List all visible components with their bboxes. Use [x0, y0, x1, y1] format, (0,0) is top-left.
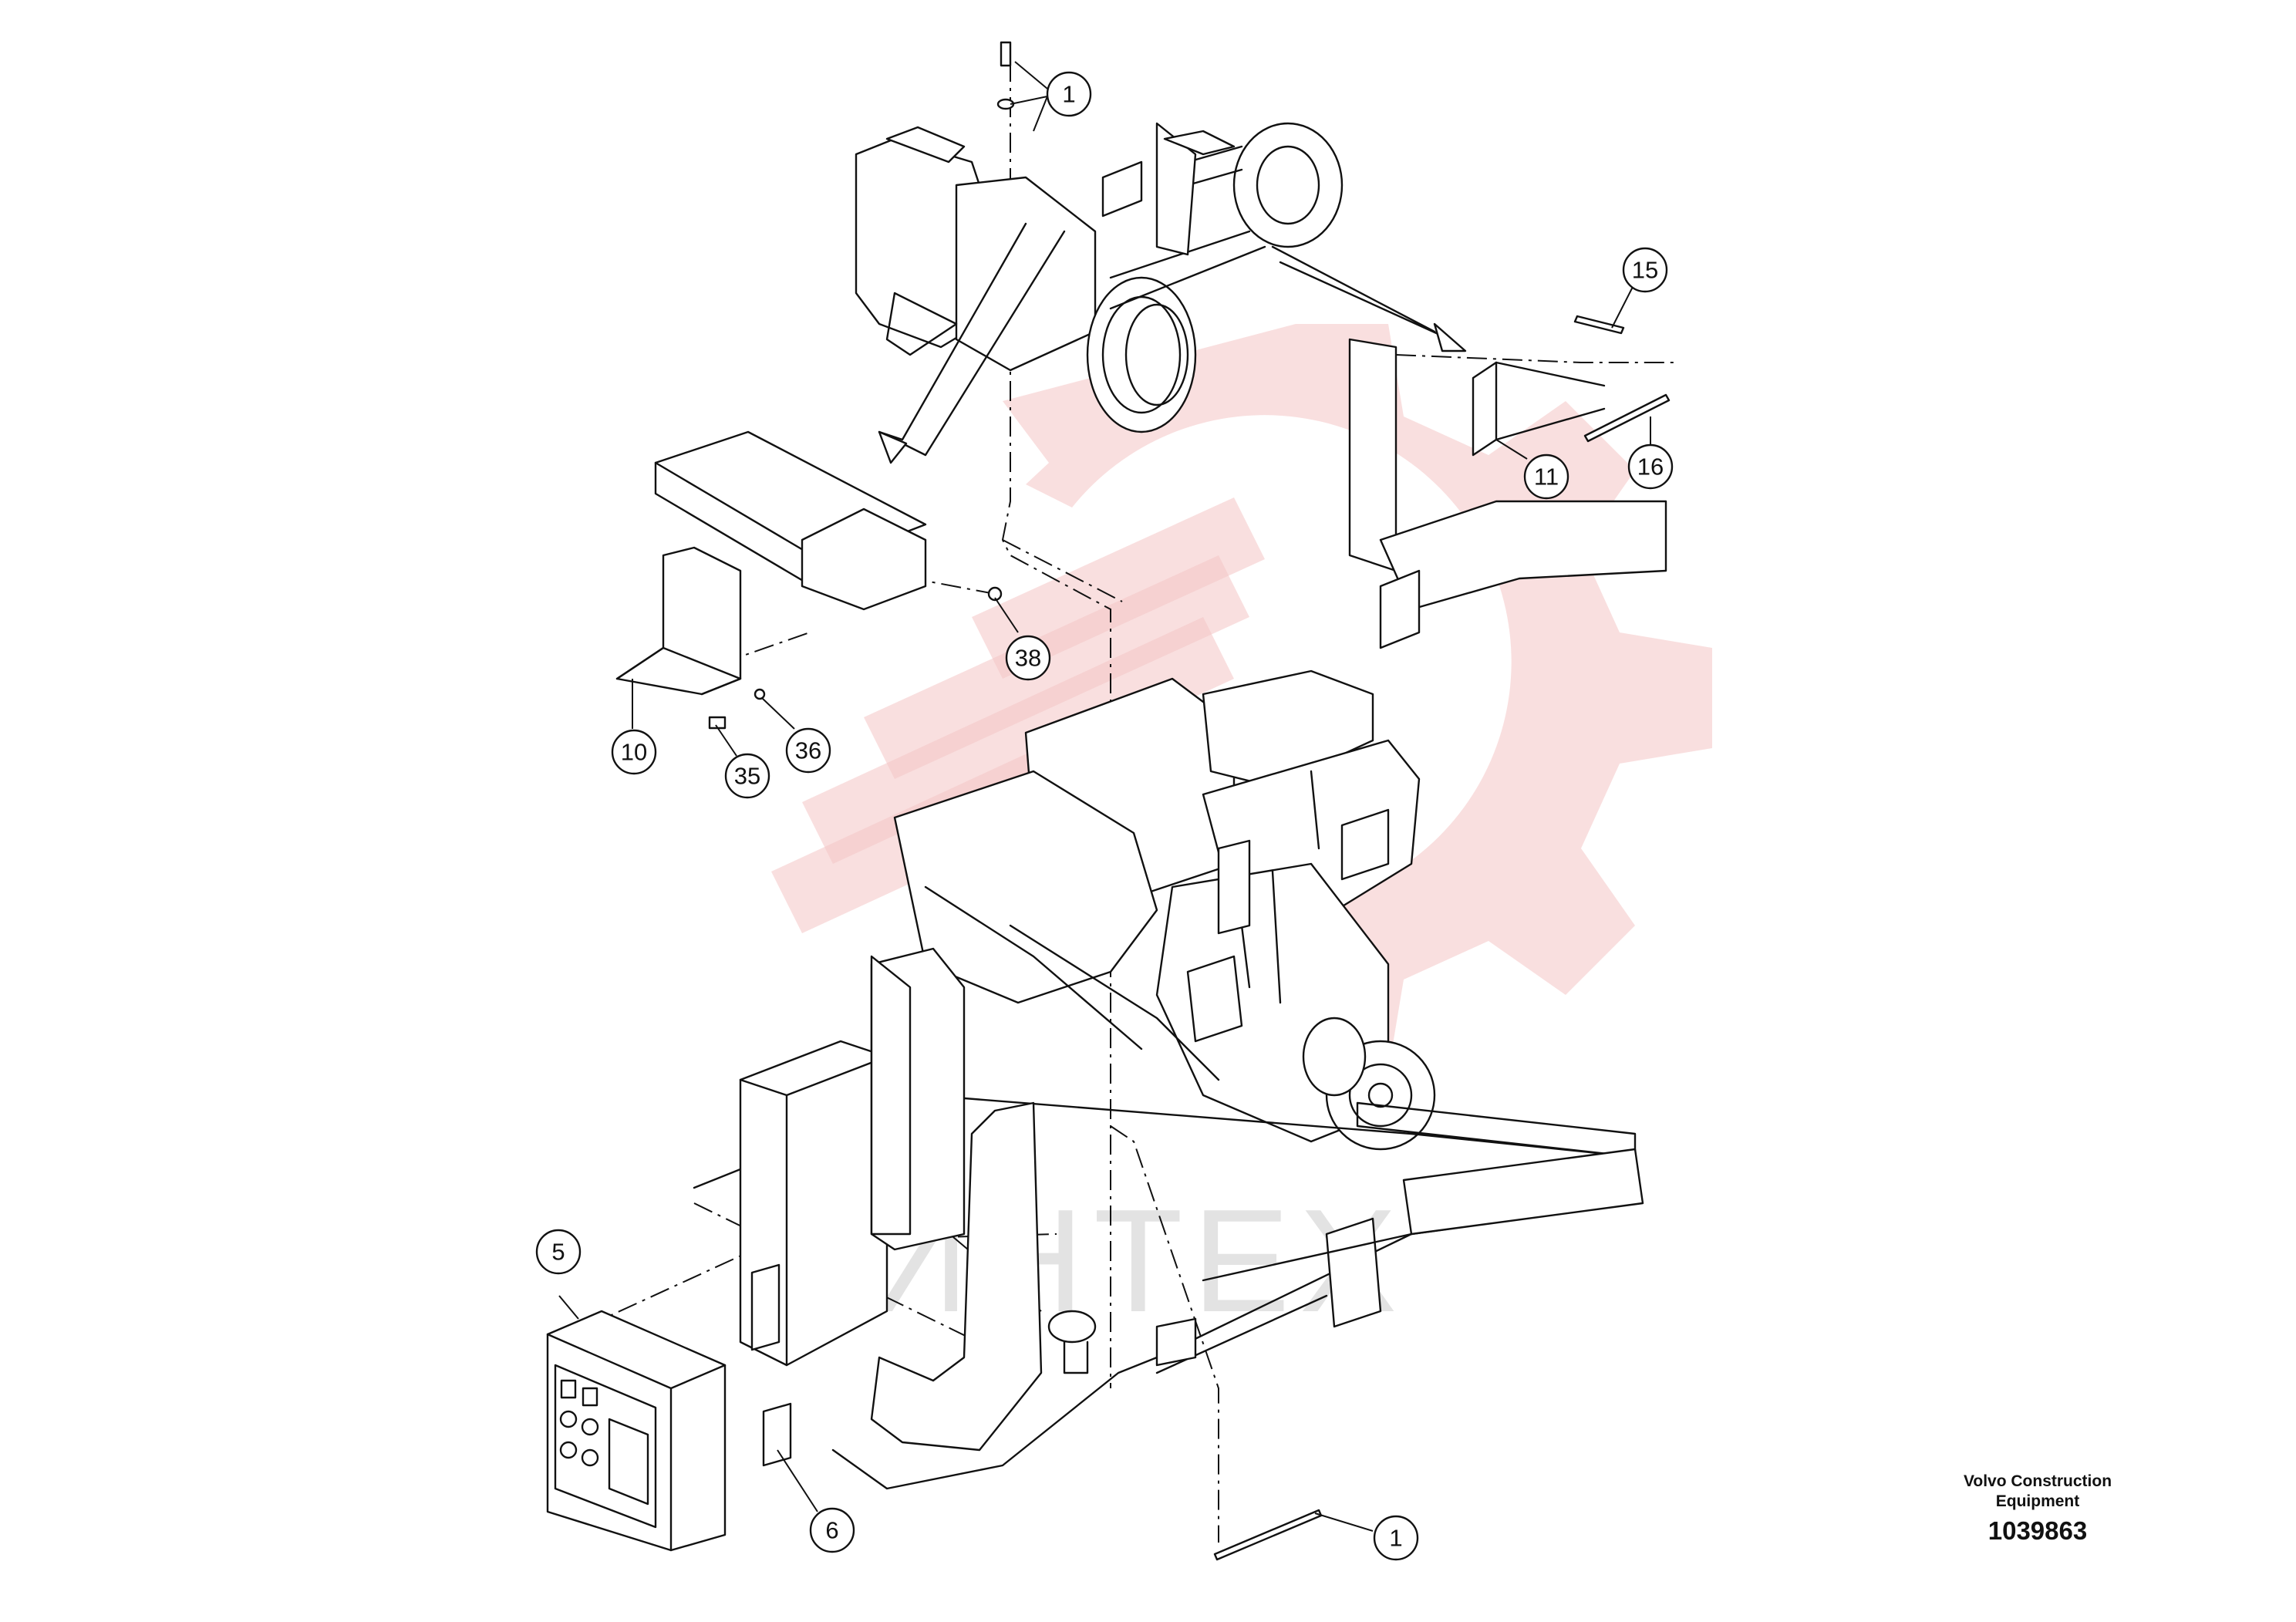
- svg-text:36: 36: [795, 737, 821, 764]
- engine-block: [893, 669, 1436, 1151]
- svg-text:6: 6: [825, 1517, 838, 1544]
- leader-lines: [558, 61, 1651, 1532]
- callout-16: 16: [1627, 443, 1674, 490]
- brand-name: Volvo Construction Equipment: [1891, 1472, 2184, 1512]
- callout-10: 10: [611, 729, 657, 775]
- svg-text:1: 1: [1062, 81, 1075, 108]
- svg-text:10: 10: [621, 739, 647, 766]
- brand-name-line2: Equipment: [1995, 1492, 2080, 1510]
- svg-text:1: 1: [1389, 1525, 1402, 1552]
- svg-text:5: 5: [551, 1239, 565, 1266]
- rod-1-bottom: [1213, 1509, 1323, 1561]
- callout-6: 6: [809, 1507, 855, 1553]
- document-number: 1039863: [1988, 1516, 2088, 1545]
- callout-35: 35: [724, 753, 770, 799]
- callout-5: 5: [535, 1229, 582, 1275]
- svg-text:35: 35: [734, 763, 760, 790]
- callout-1-top: 1: [1046, 71, 1092, 117]
- callout-36: 36: [785, 727, 831, 774]
- rods-15-16: [1573, 315, 1671, 443]
- explode-arrows: [878, 222, 1467, 464]
- callout-38: 38: [1005, 635, 1051, 681]
- svg-text:16: 16: [1637, 454, 1664, 481]
- electrical-box: [546, 1310, 792, 1552]
- svg-text:11: 11: [1534, 464, 1559, 491]
- callout-11: 11: [1523, 454, 1569, 500]
- brand-name-line1: Volvo Construction: [1963, 1472, 2112, 1490]
- callouts: 1 15 16 11 38 10 35 36: [535, 71, 1674, 1561]
- svg-text:15: 15: [1632, 257, 1658, 284]
- fasteners: [708, 41, 1015, 730]
- battery-box: [739, 947, 1043, 1452]
- bracket-10: [615, 430, 927, 696]
- callout-1-bottom: 1: [1373, 1515, 1419, 1561]
- frame-base: [693, 1094, 1644, 1490]
- callout-15: 15: [1622, 247, 1668, 293]
- compressor-assembly: [855, 122, 1344, 433]
- svg-text:38: 38: [1015, 645, 1041, 672]
- bracket-11: [1348, 338, 1667, 649]
